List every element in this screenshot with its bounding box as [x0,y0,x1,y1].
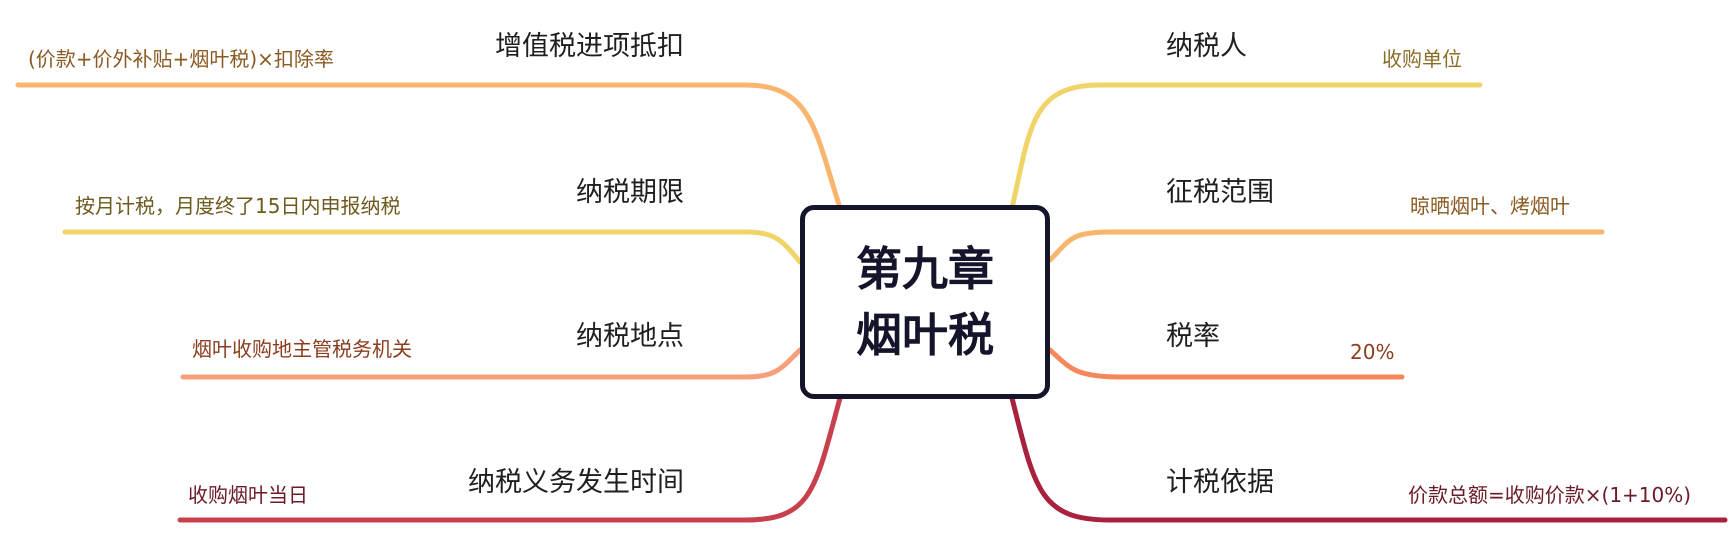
branch-line-rate [1047,347,1405,380]
topic-scope[interactable]: 征税范围 [1166,177,1274,208]
detail-basis[interactable]: 价款总额=收购价款×(1+10%) [1408,483,1692,507]
detail-vat-credit[interactable]: (价款+价外补贴+烟叶税)×扣除率 [28,47,334,71]
branch-line-place [180,347,803,380]
branch-line-basis [1009,395,1728,523]
central-topic-line2: 烟叶税 [856,308,994,362]
detail-taxpayer[interactable]: 收购单位 [1382,47,1462,71]
topic-taxpayer[interactable]: 纳税人 [1166,31,1247,62]
central-topic[interactable]: 第九章 烟叶税 [800,205,1050,399]
branch-line-taxpayer [1009,82,1483,211]
branch-line-scope [1047,229,1605,263]
detail-period[interactable]: 按月计税，月度终了15日内申报纳税 [75,194,401,218]
topic-basis[interactable]: 计税依据 [1166,467,1274,498]
topic-place[interactable]: 纳税地点 [576,321,684,352]
branch-line-obligation [177,395,843,523]
topic-vat-credit[interactable]: 增值税进项抵扣 [495,31,684,62]
detail-rate[interactable]: 20% [1350,340,1395,364]
detail-obligation[interactable]: 收购烟叶当日 [188,483,308,507]
detail-place[interactable]: 烟叶收购地主管税务机关 [192,337,412,361]
detail-scope[interactable]: 晾晒烟叶、烤烟叶 [1410,194,1570,218]
topic-obligation[interactable]: 纳税义务发生时间 [468,467,684,498]
branch-line-period [62,229,803,265]
branch-line-vat-credit [15,82,843,211]
central-topic-line1: 第九章 [856,242,994,296]
topic-rate[interactable]: 税率 [1166,321,1220,352]
topic-period[interactable]: 纳税期限 [576,177,684,208]
